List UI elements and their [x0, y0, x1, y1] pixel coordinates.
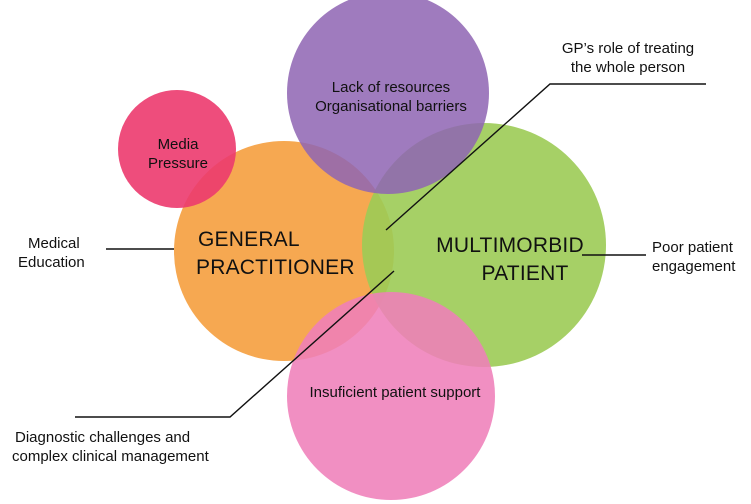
- patient-support-circle: [287, 292, 495, 500]
- diagnostic-callout: Diagnostic challenges and complex clinic…: [12, 429, 209, 466]
- diagnostic-leader: [75, 270, 395, 418]
- resources-circle: [287, 0, 489, 194]
- media-circle: [118, 90, 236, 208]
- general-practitioner-label: GENERAL PRACTITIONER: [196, 228, 355, 279]
- gp-role-callout: GP’s role of treating the whole person: [561, 40, 695, 77]
- patient-support-label: Insuficient patient support: [309, 384, 481, 401]
- poor-engagement-callout: Poor patient engagement: [652, 239, 736, 276]
- multimorbid-patient-label: MULTIMORBID PATIENT: [436, 234, 584, 285]
- media-label: Media Pressure: [147, 136, 209, 173]
- gp-role-leader: [385, 83, 706, 231]
- resources-label: Lack of resources Organisational barrier…: [315, 79, 467, 116]
- medical-education-callout: Medical Education: [18, 235, 85, 272]
